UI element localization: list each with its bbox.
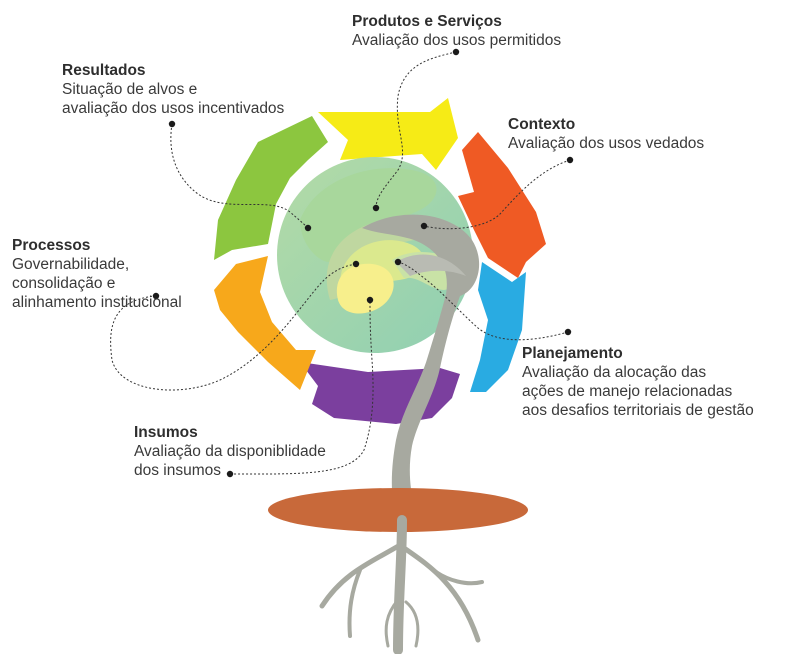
- label-description: Avaliação da disponiblidade dos insumos: [134, 443, 326, 479]
- arrow-ring: [214, 98, 546, 424]
- label-title: Resultados: [62, 62, 146, 79]
- label-produtos-servicos: Produtos e Serviços Avaliação dos usos p…: [352, 12, 561, 50]
- label-title: Insumos: [134, 424, 198, 441]
- inner-spiral: [277, 157, 473, 353]
- connector-dots: [152, 48, 574, 478]
- arrow-blue: [470, 262, 526, 392]
- arrow-yellow: [318, 98, 458, 170]
- arrow-orange-red: [458, 132, 546, 278]
- label-description: Avaliação dos usos vedados: [508, 135, 705, 152]
- label-title: Contexto: [508, 116, 576, 133]
- label-description: Avaliação dos usos permitidos: [352, 32, 562, 49]
- label-description: Situação de alvos e avaliação dos usos i…: [62, 81, 285, 117]
- arrow-orange: [214, 256, 316, 390]
- arrow-green: [214, 116, 328, 260]
- label-processos: Processos Governabilidade, consolidação …: [12, 236, 182, 312]
- label-title: Produtos e Serviços: [352, 13, 502, 30]
- label-contexto: Contexto Avaliação dos usos vedados: [508, 115, 704, 153]
- label-title: Planejamento: [522, 345, 623, 362]
- ground-disc: [268, 488, 528, 532]
- connectors: [110, 51, 571, 475]
- label-insumos: Insumos Avaliação da disponiblidade dos …: [134, 423, 326, 480]
- label-planejamento: Planejamento Avaliação da alocação das a…: [522, 344, 754, 420]
- roots: [319, 515, 484, 654]
- stem-leaf: [396, 254, 466, 276]
- label-description: Governabilidade, consolidação e alinhame…: [12, 256, 182, 311]
- stem: [362, 214, 480, 511]
- label-description: Avaliação da alocação das ações de manej…: [522, 364, 754, 419]
- label-title: Processos: [12, 237, 91, 254]
- label-resultados: Resultados Situação de alvos e avaliação…: [62, 61, 284, 118]
